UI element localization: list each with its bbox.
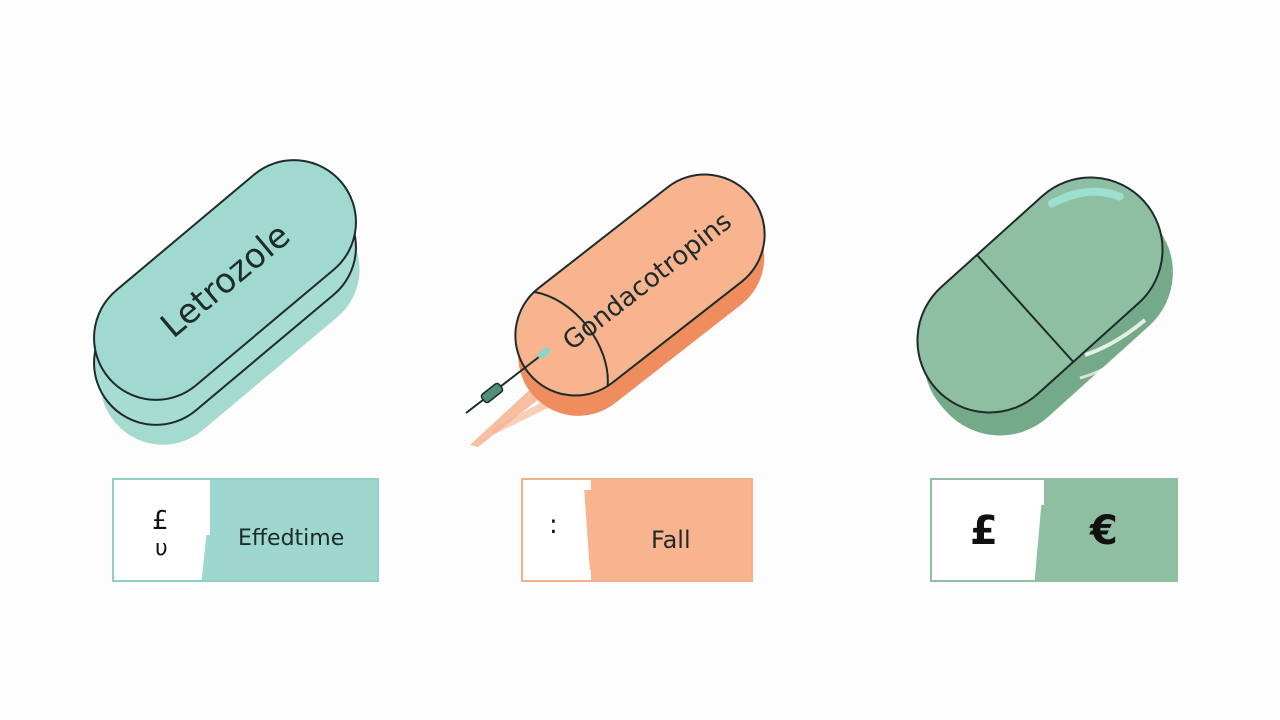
- gonadotropins-pill: Gondacotropins: [465, 173, 766, 447]
- colon-symbol: :: [549, 510, 558, 540]
- pound-symbol: £: [970, 508, 998, 554]
- gonadotropins-card: : Fall: [521, 478, 753, 582]
- capsule-card: £ €: [930, 478, 1178, 582]
- letrozole-pill: Letrozole: [93, 159, 360, 445]
- green-capsule: [916, 176, 1173, 436]
- euro-symbol: €: [1090, 508, 1118, 554]
- pound-symbol: £: [152, 506, 169, 536]
- card-text: Fall: [651, 526, 691, 554]
- letrozole-card: £ υ Effedtime: [112, 478, 379, 582]
- upsilon-symbol: υ: [155, 536, 168, 561]
- syringe-icon: [465, 347, 551, 414]
- card-text: Effedtime: [238, 526, 345, 551]
